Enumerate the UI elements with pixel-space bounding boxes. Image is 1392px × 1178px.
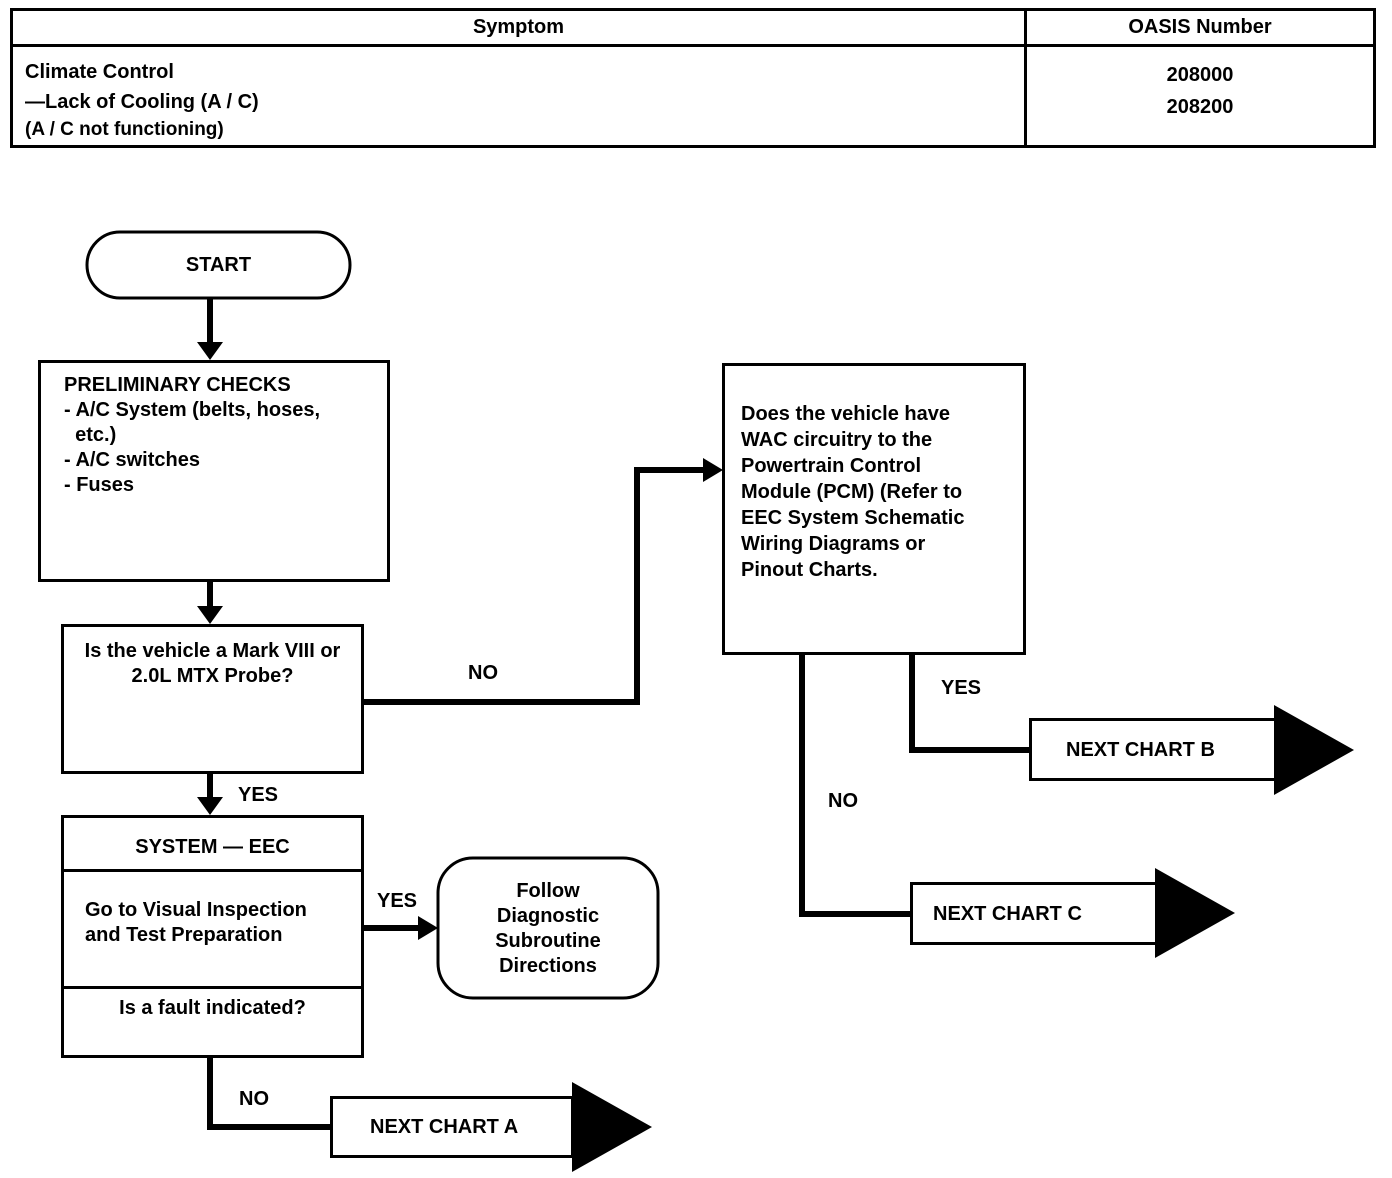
arrow-head: [418, 916, 438, 940]
system-eec-box: SYSTEM — EEC Go to Visual Inspection and…: [61, 815, 364, 1058]
start-label: START: [185, 254, 252, 276]
arrow-head: [197, 606, 223, 624]
yes-label: YES: [238, 784, 279, 806]
divider: [64, 869, 361, 872]
next-chart-b-box: NEXT CHART B: [1029, 718, 1277, 781]
wac-question-line: WAC circuitry to the: [741, 429, 933, 451]
oasis-number-cell: 208000 208200: [1024, 44, 1376, 148]
no-label: NO: [828, 790, 858, 812]
follow-line: Diagnostic: [496, 905, 600, 927]
next-chart-a-triangle: [572, 1082, 652, 1172]
next-chart-c-label: NEXT CHART C: [933, 903, 1082, 925]
wac-decision-box: Does the vehicle have WAC circuitry to t…: [722, 363, 1026, 655]
follow-terminator: [436, 856, 660, 1000]
next-chart-b-label: NEXT CHART B: [1066, 739, 1215, 761]
wac-question-line: Powertrain Control: [741, 455, 922, 477]
connector-no-to-chart-c: [799, 652, 912, 917]
system-eec-title: SYSTEM — EEC: [135, 836, 290, 858]
wac-question-line: Module (PCM) (Refer to: [741, 481, 963, 503]
system-eec-question: Is a fault indicated?: [119, 997, 306, 1019]
arrow-head: [197, 797, 223, 815]
follow-line: Directions: [499, 955, 597, 977]
symptom-table: Symptom OASIS Number Climate Control —La…: [10, 8, 1376, 148]
wac-question-line: EEC System Schematic: [741, 507, 965, 529]
wac-question-line: Pinout Charts.: [741, 559, 878, 581]
oasis-number: 208000: [1166, 64, 1234, 86]
preliminary-line: etc.): [64, 424, 117, 446]
vehicle-decision-line: 2.0L MTX Probe?: [131, 665, 294, 687]
next-chart-c-triangle: [1155, 868, 1235, 958]
arrow-head: [703, 458, 723, 482]
connector-no-to-chart-a: [207, 1057, 330, 1130]
follow-line: Follow: [516, 880, 580, 902]
divider: [64, 986, 361, 989]
system-eec-instruction: Go to Visual Inspection: [85, 899, 307, 921]
vehicle-decision-line: Is the vehicle a Mark VIII or: [84, 640, 341, 662]
start-terminator: [85, 230, 352, 300]
preliminary-title: PRELIMINARY CHECKS: [64, 374, 291, 396]
symptom-title: Climate Control: [25, 61, 174, 83]
preliminary-line: - A/C switches: [64, 449, 200, 471]
wac-question-line: Wiring Diagrams or: [741, 533, 926, 555]
preliminary-checks-box: PRELIMINARY CHECKS - A/C System (belts, …: [38, 360, 390, 582]
connector-no-to-wac: [362, 467, 703, 705]
next-chart-a-box: NEXT CHART A: [330, 1096, 574, 1158]
system-eec-instruction: and Test Preparation: [85, 924, 283, 946]
symptom-header: Symptom: [10, 8, 1027, 47]
follow-line: Subroutine: [495, 930, 601, 952]
preliminary-line: - A/C System (belts, hoses,: [64, 399, 320, 421]
no-label: NO: [239, 1088, 269, 1110]
connector-yes-to-chart-b: [909, 652, 1030, 753]
symptom-cell: Climate Control —Lack of Cooling (A / C)…: [10, 44, 1027, 148]
yes-label: YES: [377, 890, 418, 912]
oasis-number-header: OASIS Number: [1024, 8, 1376, 47]
yes-label: YES: [941, 677, 982, 699]
next-chart-a-label: NEXT CHART A: [370, 1116, 519, 1138]
symptom-line: (A / C not functioning): [25, 119, 224, 140]
symptom-line: —Lack of Cooling (A / C): [25, 91, 259, 113]
oasis-number: 208200: [1166, 96, 1234, 118]
arrow-head: [197, 342, 223, 360]
next-chart-b-triangle: [1274, 705, 1354, 795]
next-chart-c-box: NEXT CHART C: [910, 882, 1158, 945]
vehicle-decision-box: Is the vehicle a Mark VIII or 2.0L MTX P…: [61, 624, 364, 774]
preliminary-line: - Fuses: [64, 474, 135, 496]
wac-question-line: Does the vehicle have: [741, 403, 950, 425]
no-label: NO: [468, 662, 498, 684]
